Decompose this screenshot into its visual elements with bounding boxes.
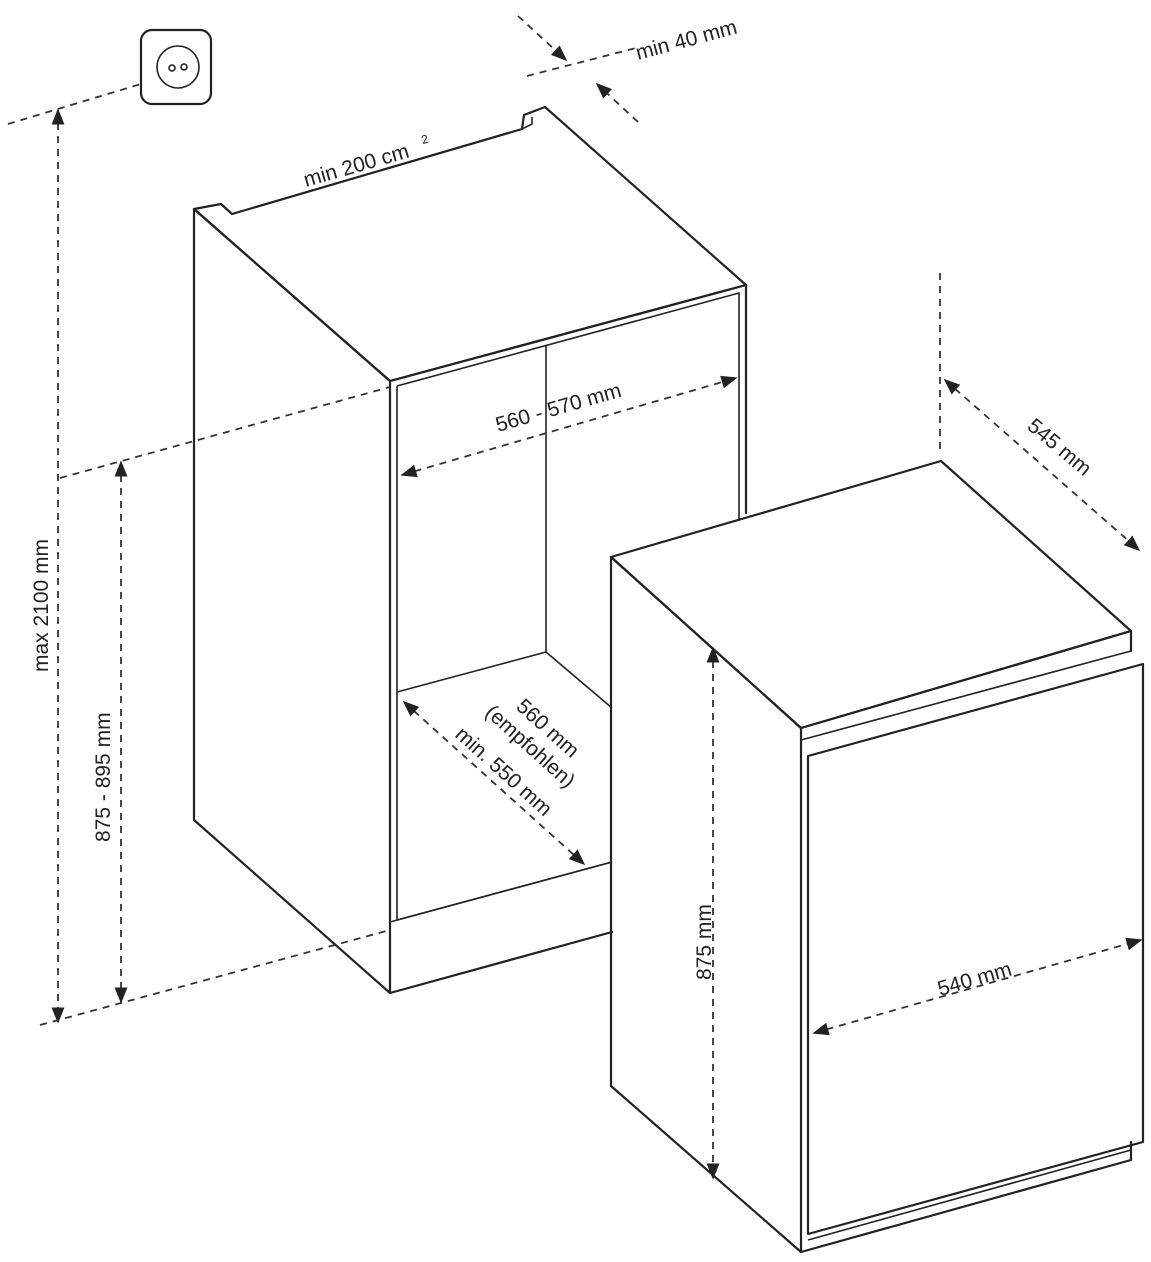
label-ventilation-superscript: 2 [420, 132, 431, 147]
label-niche-width: 560 - 570 mm [493, 379, 624, 437]
label-top-gap: min 40 mm [633, 16, 739, 65]
label-max-height: max 2100 mm [30, 539, 53, 672]
power-socket-icon [139, 28, 213, 106]
label-ventilation: min 200 cm [301, 140, 412, 192]
cabinet-niche [192, 105, 748, 995]
label-appliance-depth: 545 mm [1023, 414, 1096, 480]
label-niche-depth-group: 560 mm (empfohlen) min. 550 mm [451, 695, 584, 821]
fridge-appliance [609, 459, 1145, 1254]
dimension-lines [7, 15, 1143, 1180]
label-niche-height: 875 - 895 mm [92, 712, 115, 842]
label-appliance-height: 875 mm [693, 904, 716, 980]
label-appliance-width: 540 mm [935, 958, 1014, 1001]
